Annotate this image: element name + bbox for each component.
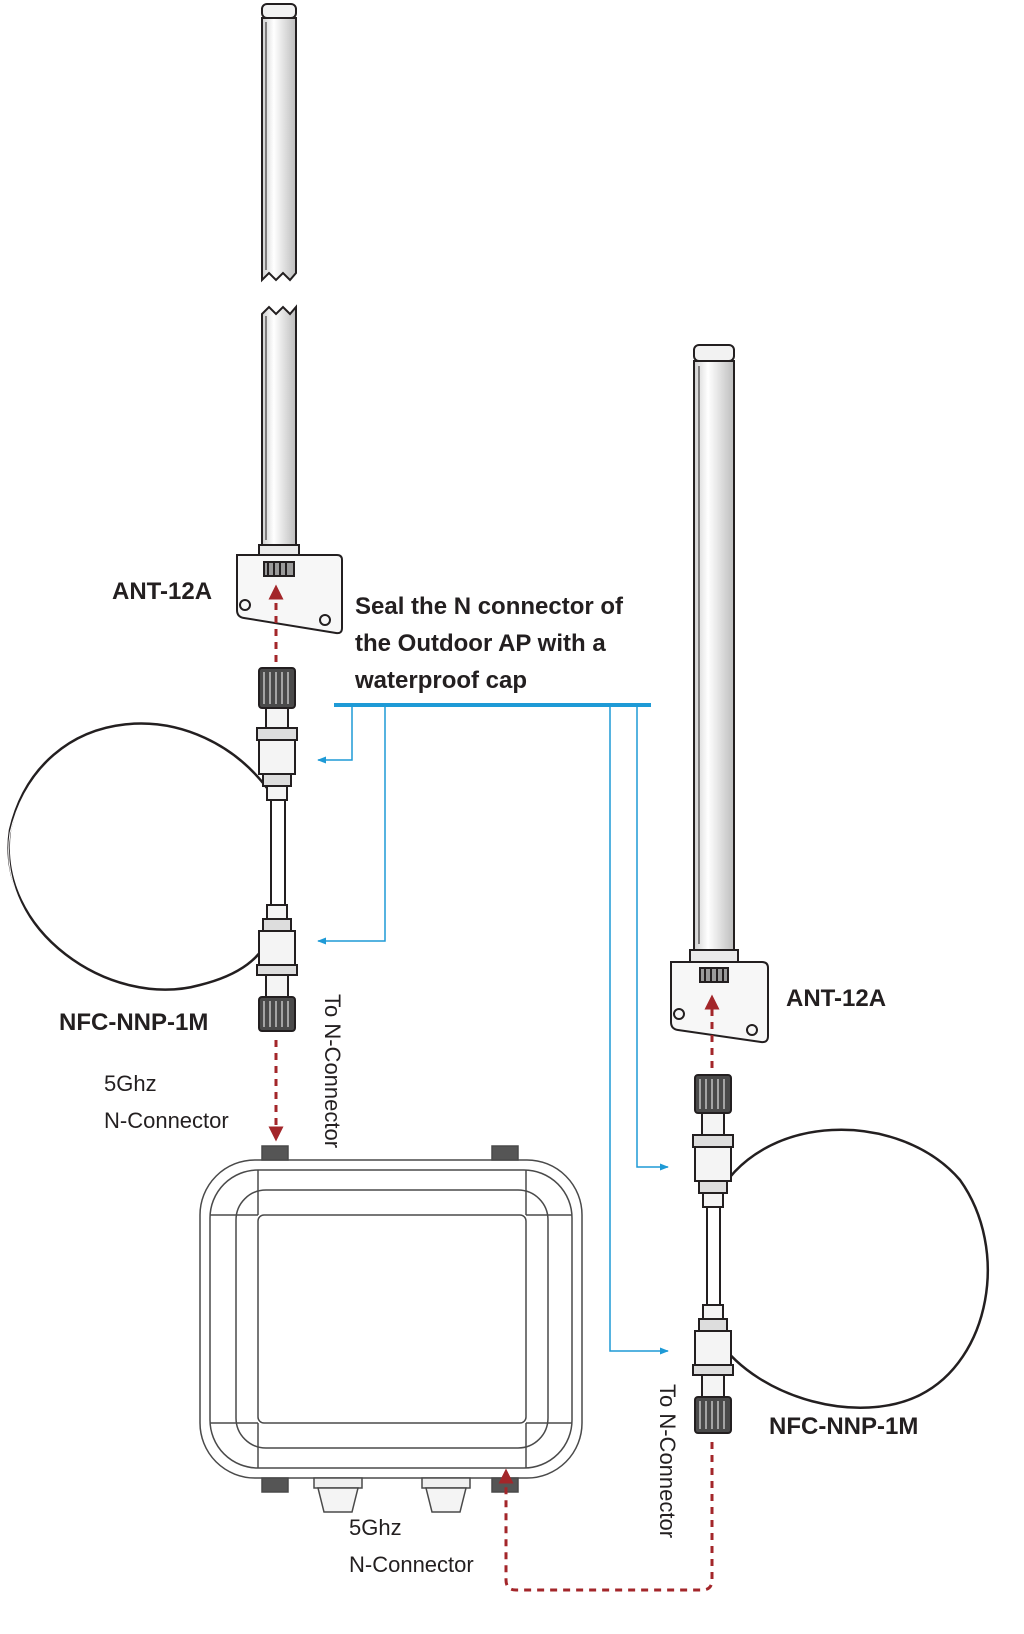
note-line-3: waterproof cap	[354, 667, 527, 694]
antenna-right	[670, 344, 769, 1044]
note-line-2: the Outdoor AP with a	[355, 630, 606, 657]
label-connector-left-line1: 5Ghz	[104, 1071, 157, 1096]
note-line-1: Seal the N connector of	[355, 593, 624, 620]
cable-left	[7, 667, 298, 1032]
callout-lines	[317, 703, 669, 1355]
label-to-connector-left: To N-Connector	[320, 994, 345, 1148]
antenna-left	[236, 3, 343, 635]
label-cable-left: NFC-NNP-1M	[59, 1009, 208, 1036]
connection-arrows	[268, 584, 720, 1592]
label-antenna-left: ANT-12A	[112, 578, 212, 605]
outdoor-ap-enclosure	[199, 1145, 583, 1513]
label-antenna-right: ANT-12A	[786, 985, 886, 1012]
label-connector-left-line2: N-Connector	[104, 1108, 229, 1133]
label-cable-right: NFC-NNP-1M	[769, 1413, 918, 1440]
label-connector-bottom-line1: 5Ghz	[349, 1515, 402, 1540]
cable-right	[692, 1074, 989, 1434]
label-connector-bottom-line2: N-Connector	[349, 1552, 474, 1577]
label-to-connector-right: To N-Connector	[655, 1384, 680, 1538]
